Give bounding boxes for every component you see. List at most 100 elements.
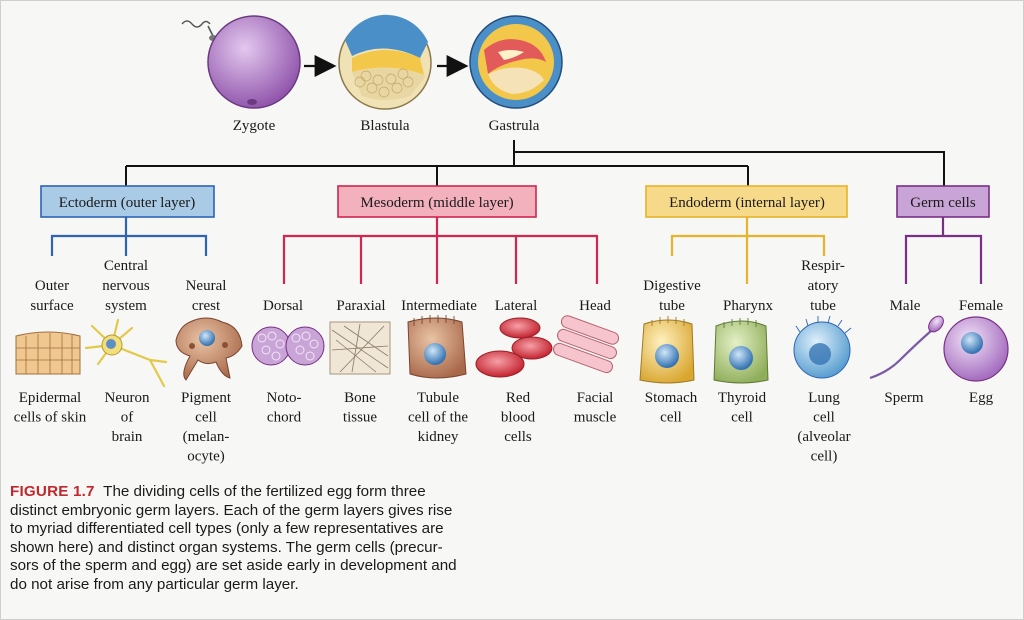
cell-label-endoderm-2-line: (alveolar [797,429,850,445]
cell-labels: Epidermal cells of skin Neuron of brain Pigme… [14,390,994,465]
cell-label-germ-1-line: Egg [969,390,994,406]
mesoderm-branches [282,217,599,284]
branch-label-ectoderm-1-line: Central [104,258,148,274]
branch-label-mesoderm-1-line: Paraxial [336,298,385,314]
branch-labels: Outer surface Central nervous system Neural cr… [30,258,1003,314]
sperm-illustration [869,315,944,380]
branch-label-ectoderm-1: Central nervous system [102,258,150,314]
caption-text-1: The dividing cells of the fertilized egg… [103,483,426,500]
branch-label-mesoderm-3: Lateral [495,298,537,314]
branch-label-germ-0: Male [890,298,921,314]
cell-label-mesoderm-1-line: Bone [344,390,376,406]
branch-label-ectoderm-2: Neural crest [186,278,227,314]
figure-caption: FIGURE 1.7 The dividing cells of the fer… [10,483,530,595]
branch-label-endoderm-1-line: Pharynx [723,298,773,314]
blastula-illustration [338,14,432,110]
pigment-cell-illustration [175,317,243,381]
stomach-cell-illustration [639,316,695,384]
branch-label-endoderm-2-line: atory [808,278,839,294]
zygote-illustration [181,15,301,109]
thyroid-cell-illustration [713,318,769,384]
cell-label-ectoderm-0-line: cells of skin [14,410,87,426]
main-tree-connectors [125,140,945,186]
cell-label-germ-1: Egg [969,390,994,406]
endoderm-header: Endoderm (internal layer) [645,185,848,218]
cell-label-mesoderm-3-line: cells [504,429,532,445]
epidermal-cells-illustration [15,331,81,375]
caption-line-1: FIGURE 1.7 The dividing cells of the fer… [10,483,530,502]
branch-label-mesoderm-0: Dorsal [263,298,303,314]
branch-label-mesoderm-2: Intermediate [401,298,477,314]
egg-illustration [943,316,1009,382]
caption-line-4: shown here) and distinct organ systems. … [10,538,443,556]
germ-cells-header: Germ cells [896,185,990,218]
branch-label-ectoderm-2-line: crest [192,298,221,314]
branch-label-germ-1: Female [959,298,1003,314]
cell-label-mesoderm-2-line: cell of the [408,410,468,426]
caption-line-2: distinct embryonic germ layers. Each of … [10,501,453,519]
ectoderm-branches [50,217,208,256]
cell-label-ectoderm-0-line: Epidermal [19,390,81,406]
branch-label-endoderm-0-line: Digestive [643,278,701,294]
cell-label-mesoderm-0-line: chord [267,410,302,426]
cell-label-endoderm-2-line: cell [813,410,835,426]
kidney-tubule-cell-illustration [407,315,467,379]
lung-cell-illustration [793,315,852,379]
cell-label-ectoderm-2: Pigment cell (melan-ocyte) [181,390,232,465]
cell-label-ectoderm-0: Epidermal cells of skin [14,390,87,426]
cell-label-germ-0: Sperm [884,390,923,406]
cell-label-ectoderm-1-line: of [121,410,134,426]
cell-label-mesoderm-0-line: Noto- [267,390,302,406]
cell-label-ectoderm-1: Neuron of brain [105,390,150,445]
red-blood-cells-illustration [475,317,553,378]
branch-label-mesoderm-0-line: Dorsal [263,298,303,314]
neuron-illustration [84,318,168,388]
cell-label-ectoderm-2-line: ocyte) [187,449,224,465]
germ-branches [904,217,983,284]
branch-label-mesoderm-4: Head [579,298,611,314]
facial-muscle-illustration [553,315,620,374]
cell-label-ectoderm-1-line: brain [112,429,143,445]
cell-label-endoderm-1-line: Thyroid [718,390,767,406]
branch-label-ectoderm-1-line: nervous [102,278,150,294]
branch-label-endoderm-2-line: tube [810,298,836,314]
branch-label-ectoderm-0-line: Outer [35,278,69,294]
notochord-illustration [251,326,325,366]
cell-label-mesoderm-2-line: kidney [418,429,459,445]
cell-label-endoderm-2-line: cell) [811,449,838,465]
endoderm-header-label: Endoderm (internal layer) [669,195,825,211]
ectoderm-header: Ectoderm (outer layer) [40,185,215,218]
cell-label-mesoderm-3-line: Red [506,390,531,406]
branch-label-ectoderm-0-line: surface [30,298,74,314]
branch-label-endoderm-0: Digestive tube [643,278,701,314]
branch-label-mesoderm-3-line: Lateral [495,298,537,314]
cell-label-ectoderm-2-line: (melan- [183,429,230,445]
branch-label-mesoderm-4-line: Head [579,298,611,314]
cell-label-endoderm-0-line: Stomach [645,390,698,406]
caption-line-3: to myriad differentiated cell types (onl… [10,520,444,538]
branch-label-germ-1-line: Female [959,298,1003,314]
mesoderm-header: Mesoderm (middle layer) [337,185,537,218]
figure-label: FIGURE 1.7 [10,483,95,500]
cell-label-ectoderm-2-line: cell [195,410,217,426]
cell-label-germ-0-line: Sperm [884,390,923,406]
cell-label-mesoderm-4-line: muscle [574,410,617,426]
branch-label-endoderm-0-line: tube [659,298,685,314]
cell-label-ectoderm-1-line: Neuron [105,390,150,406]
cell-label-endoderm-1-line: cell [731,410,753,426]
endoderm-branches [670,217,826,284]
caption-line-6: do not arise from any particular germ la… [10,575,299,593]
branch-label-ectoderm-2-line: Neural [186,278,227,294]
branch-label-ectoderm-1-line: system [105,298,147,314]
cell-label-mesoderm-3-line: blood [501,410,536,426]
germ-cells-header-label: Germ cells [910,195,976,211]
bone-tissue-illustration [329,321,391,375]
cell-label-ectoderm-2-line: Pigment [181,390,232,406]
